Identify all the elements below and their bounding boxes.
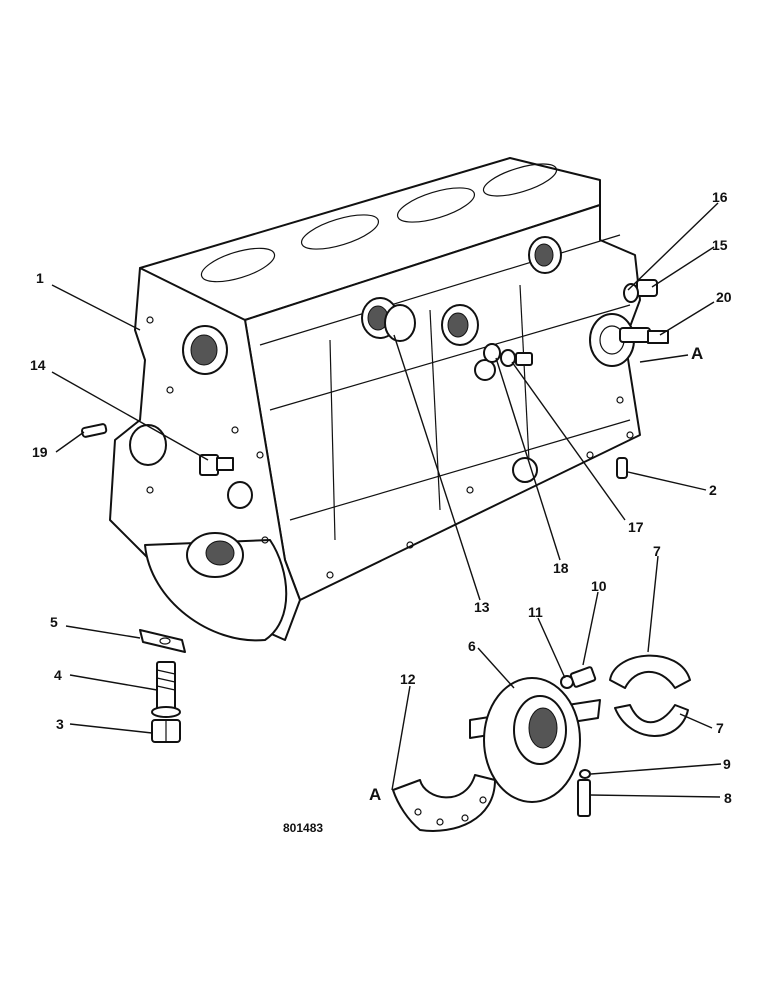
thrust-washer-7-upper xyxy=(609,654,691,689)
dowel-2 xyxy=(616,457,628,479)
callout-7-upper: 7 xyxy=(653,543,661,559)
callout-12: 12 xyxy=(400,671,416,687)
callout-15: 15 xyxy=(712,237,728,253)
callouts: 1 14 19 2 16 15 20 13 18 17 5 4 3 6 7 7 … xyxy=(30,189,732,806)
callout-8: 8 xyxy=(724,790,732,806)
reference-mark-a-upper: A xyxy=(691,344,703,363)
callout-20: 20 xyxy=(716,289,732,305)
callout-14: 14 xyxy=(30,357,46,373)
callout-9: 9 xyxy=(723,756,731,772)
callout-18: 18 xyxy=(553,560,569,576)
callout-7-lower: 7 xyxy=(716,720,724,736)
callout-5: 5 xyxy=(50,614,58,630)
bolt-14 xyxy=(199,454,234,476)
bolt-10-washer-11 xyxy=(560,666,597,689)
plate-5 xyxy=(139,629,186,653)
callout-11: 11 xyxy=(528,604,543,620)
housing-6 xyxy=(469,677,601,803)
nut-3 xyxy=(151,719,181,743)
callout-17: 17 xyxy=(628,519,644,535)
callout-10: 10 xyxy=(591,578,607,594)
callout-2: 2 xyxy=(709,482,717,498)
seal-16 xyxy=(623,283,639,303)
callout-1: 1 xyxy=(36,270,44,286)
thrust-washer-7-lower xyxy=(614,704,689,737)
dowel-19 xyxy=(80,423,108,438)
plug-15 xyxy=(636,279,658,297)
fitting-17-18 xyxy=(483,343,533,367)
stud-20 xyxy=(619,327,669,344)
washer-9-screw-8 xyxy=(577,769,591,817)
callout-19: 19 xyxy=(32,444,48,460)
drawing-number: 801483 xyxy=(283,821,323,835)
leader-lines xyxy=(51,202,722,798)
callout-4: 4 xyxy=(54,667,62,683)
cylinder-block xyxy=(109,157,641,642)
bolt-4 xyxy=(151,661,181,718)
reference-mark-a-lower: A xyxy=(369,785,381,804)
gasket-12 xyxy=(392,774,496,832)
callout-13: 13 xyxy=(474,599,490,615)
callout-16: 16 xyxy=(712,189,728,205)
callout-3: 3 xyxy=(56,716,64,732)
callout-6: 6 xyxy=(468,638,476,654)
